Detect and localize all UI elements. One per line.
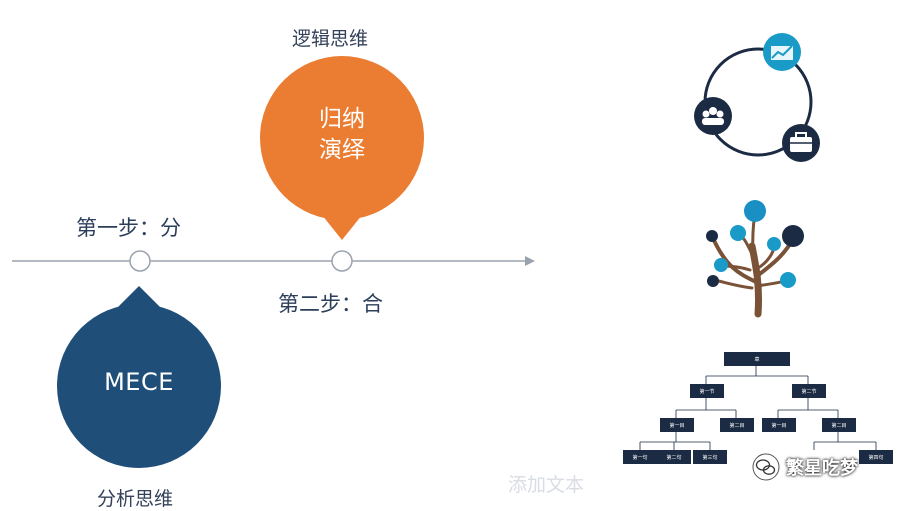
tree-leaf <box>707 275 719 287</box>
org-l4-text: 第四句 <box>868 454 883 461</box>
org-node-l4 <box>623 450 657 464</box>
step-one-label: 第一步：分 <box>76 216 181 240</box>
orange-bubble <box>260 56 424 240</box>
add-text-placeholder[interactable]: 添加文本 <box>508 474 585 496</box>
org-chart-connectors <box>639 366 877 450</box>
cycle-diagram <box>694 33 820 162</box>
org-l3-text: 第一目 <box>771 422 786 429</box>
tree-leaf <box>767 237 781 251</box>
org-node-l4 <box>657 450 691 464</box>
org-root-text: 章 <box>754 356 759 363</box>
org-node-l3 <box>720 418 754 432</box>
org-node-root <box>724 352 790 366</box>
org-node-l4 <box>693 450 727 464</box>
org-node-l3 <box>822 418 856 432</box>
org-chart: 章 第一节 第二节 第一目 第二目 第一目 第二目 第一句 第二句 第三句 第四… <box>623 352 893 464</box>
growth-chart-icon <box>763 33 801 71</box>
team-icon <box>694 97 732 135</box>
org-l2-text: 第二节 <box>801 388 816 395</box>
org-l4-text: 第三句 <box>702 454 717 461</box>
timeline-arrowhead <box>525 256 535 266</box>
org-node-l4 <box>859 450 893 464</box>
org-node-l3 <box>660 418 694 432</box>
org-l3-text: 第一目 <box>669 422 684 429</box>
bubble-top-line2: 演绎 <box>319 137 365 164</box>
wechat-icon <box>752 453 780 481</box>
mece-bubble <box>57 286 221 468</box>
org-node-l2 <box>690 384 724 398</box>
tree-leaf <box>782 225 804 247</box>
tree-leaf <box>730 225 746 241</box>
watermark-text: 繁星吃梦 <box>786 458 858 479</box>
induction-deduction-text: 归纳 演绎 <box>262 104 422 166</box>
org-node-l3 <box>762 418 796 432</box>
watermark: 繁星吃梦 <box>752 452 858 482</box>
tree-diagram <box>706 200 804 318</box>
org-l4-text: 第一句 <box>632 454 647 461</box>
tree-leaf <box>714 258 728 272</box>
timeline-node-1 <box>129 250 151 272</box>
org-l4-text: 第二句 <box>666 454 681 461</box>
tree-leaf <box>780 272 796 288</box>
org-l2-text: 第一节 <box>699 388 714 395</box>
briefcase-icon <box>782 124 820 162</box>
timeline-node-2 <box>331 250 353 272</box>
tree-leaf <box>706 230 718 242</box>
analysis-thinking-label: 分析思维 <box>97 488 174 510</box>
tree-leaf <box>744 200 766 222</box>
org-l3-text: 第二目 <box>831 422 846 429</box>
org-node-l2 <box>792 384 826 398</box>
bubble-top-line1: 归纳 <box>319 106 365 132</box>
mece-text: MECE <box>104 368 174 396</box>
logic-thinking-label: 逻辑思维 <box>292 28 369 50</box>
org-l3-text: 第二目 <box>729 422 744 429</box>
step-two-label: 第二步：合 <box>278 292 383 316</box>
